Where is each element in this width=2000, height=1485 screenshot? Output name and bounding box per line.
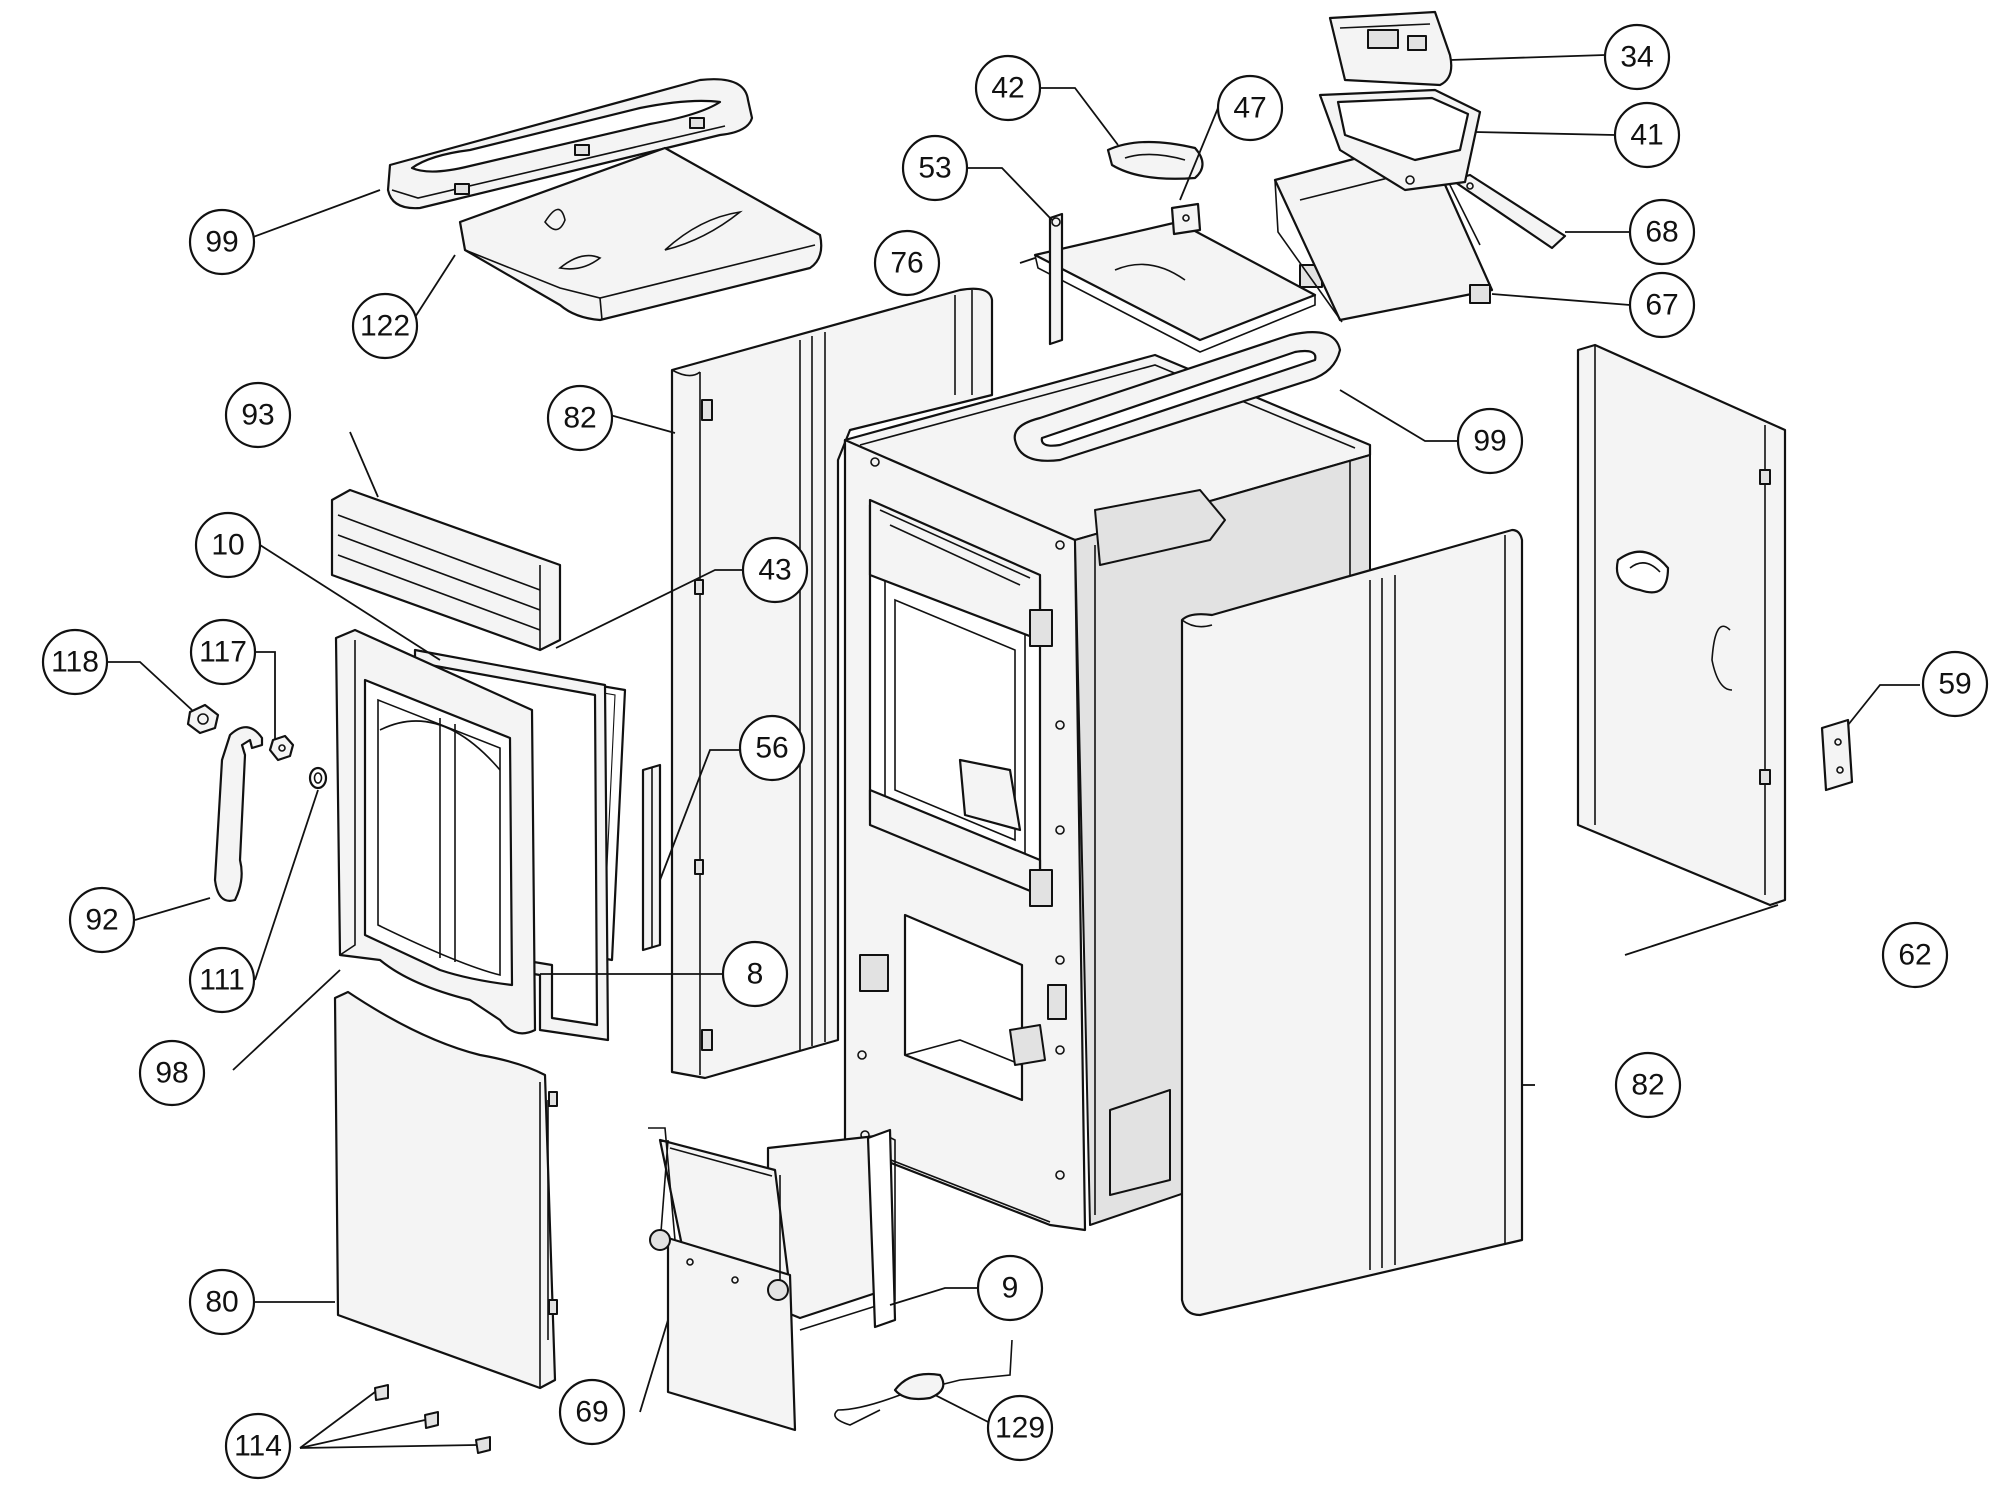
callout-label: 82 (1631, 1069, 1664, 1102)
callout-label: 122 (360, 310, 410, 343)
part-93-grille (330, 488, 562, 652)
callout-label: 43 (758, 554, 791, 587)
callout-42: 42 (974, 54, 1042, 122)
callout-82-left: 82 (546, 384, 614, 452)
callout-118: 118 (41, 628, 109, 696)
callout-80: 80 (188, 1268, 256, 1336)
part-9-gasket (866, 1128, 897, 1329)
callout-68: 68 (1628, 198, 1696, 266)
part-82-right-curved-panel (1180, 528, 1524, 1317)
part-92-wrench (213, 726, 264, 902)
callout-117: 117 (189, 618, 257, 686)
part-69-ash-drawer (648, 1127, 896, 1432)
part-62-rear-panel (1576, 343, 1787, 907)
callout-69: 69 (558, 1378, 626, 1446)
callout-92: 92 (68, 886, 136, 954)
callout-59: 59 (1921, 650, 1989, 718)
part-41-tray (1318, 88, 1482, 192)
callout-43: 43 (741, 536, 809, 604)
callout-label: 8 (747, 958, 764, 991)
callout-34: 34 (1603, 23, 1671, 91)
callout-76: 76 (873, 229, 941, 297)
callout-8: 8 (721, 940, 789, 1008)
callout-label: 59 (1938, 668, 1971, 701)
part-111-washer (308, 766, 328, 790)
callout-label: 117 (199, 636, 247, 669)
callout-label: 68 (1645, 216, 1678, 249)
part-82-left-side-panel (670, 287, 994, 1080)
part-118-nut (186, 703, 220, 735)
part-42-oval (1106, 140, 1204, 180)
callout-label: 34 (1620, 41, 1653, 74)
callout-82-right: 82 (1614, 1051, 1682, 1119)
callout-114: 114 (224, 1412, 292, 1480)
callout-label: 62 (1898, 939, 1931, 972)
callout-label: 118 (51, 646, 99, 679)
part-117-nut (268, 734, 295, 762)
callout-label: 99 (205, 226, 238, 259)
callout-label: 42 (991, 72, 1024, 105)
callout-56: 56 (738, 714, 806, 782)
callout-62: 62 (1881, 921, 1949, 989)
part-59-plate (1820, 718, 1854, 792)
callout-99-right: 99 (1456, 407, 1524, 475)
callout-99-top-left: 99 (188, 208, 256, 276)
callout-47: 47 (1216, 74, 1284, 142)
callout-label: 92 (85, 904, 118, 937)
callout-label: 98 (155, 1057, 188, 1090)
callout-label: 41 (1630, 119, 1663, 152)
callout-122: 122 (351, 292, 419, 360)
part-80-lower-panel (333, 990, 558, 1390)
part-129-cable (834, 1339, 1013, 1426)
callout-label: 67 (1645, 289, 1678, 322)
callout-10: 10 (194, 511, 262, 579)
callout-129: 129 (986, 1394, 1054, 1462)
callout-label: 93 (241, 399, 274, 432)
callout-93: 93 (224, 381, 292, 449)
part-34-control-panel (1328, 10, 1453, 87)
leader-lines (108, 54, 1920, 1449)
callout-label: 10 (211, 529, 244, 562)
callout-label: 111 (199, 964, 245, 997)
callout-9: 9 (976, 1254, 1044, 1322)
callout-67: 67 (1628, 271, 1696, 339)
part-76-top-plate (1033, 220, 1323, 353)
callout-label: 56 (755, 732, 788, 765)
part-47-bracket (1170, 202, 1202, 236)
part-99-top-ring (1013, 331, 1342, 462)
callout-label: 82 (563, 402, 596, 435)
callout-label: 47 (1233, 92, 1266, 125)
part-56-bracket (641, 763, 662, 952)
part-122-top-lid (458, 146, 823, 322)
callout-41: 41 (1613, 101, 1681, 169)
callout-label: 80 (205, 1286, 238, 1319)
part-99-top-trim (386, 78, 754, 210)
callout-111: 111 (188, 946, 256, 1014)
callout-label: 114 (234, 1430, 282, 1463)
part-53-rod (1048, 212, 1064, 346)
callout-98: 98 (138, 1039, 206, 1107)
callout-label: 129 (995, 1412, 1045, 1445)
callout-label: 9 (1002, 1272, 1019, 1305)
callout-label: 99 (1473, 425, 1506, 458)
callout-label: 76 (890, 247, 923, 280)
callout-53: 53 (901, 134, 969, 202)
part-114-screws (374, 1384, 491, 1454)
part-98-door-frame (334, 628, 537, 1035)
callout-label: 53 (918, 152, 951, 185)
callout-label: 69 (575, 1396, 608, 1429)
